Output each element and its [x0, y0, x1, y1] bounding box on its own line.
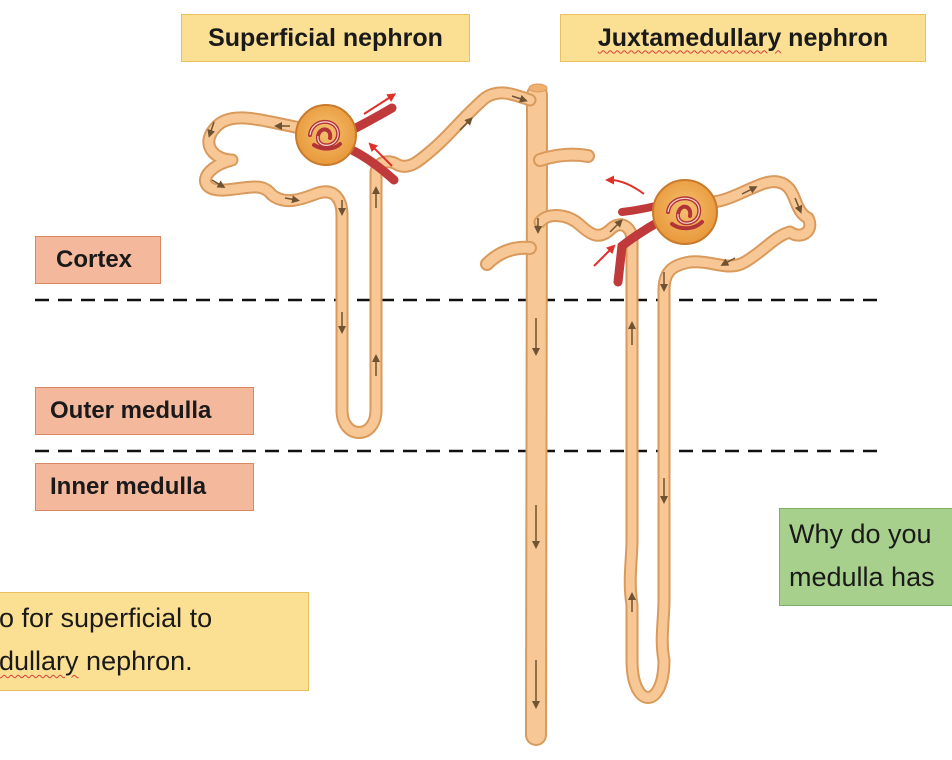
superficial-nephron-tubule: [199, 86, 537, 439]
zone-label-cortex: Cortex: [35, 236, 161, 284]
juxtamedullary-nephron-tubule: [533, 175, 817, 704]
superficial-glomerulus: [295, 104, 357, 166]
ratio-note-word: dullary: [0, 646, 79, 676]
zone-label-inner-medulla: Inner medulla: [35, 463, 254, 511]
juxtamedullary-word: Juxtamedullary: [597, 23, 782, 52]
flow-arrow: [794, 197, 803, 214]
zone-label-outer-medulla-text: Outer medulla: [50, 397, 212, 424]
flow-arrow: [609, 219, 623, 233]
blood-arrow: [593, 244, 616, 267]
question-note-box: Why do you medulla has: [779, 508, 952, 606]
tubular-flow-arrows: [207, 94, 803, 709]
juxtamedullary-title-rest: nephron: [781, 23, 889, 52]
collecting-duct: [480, 83, 595, 746]
flow-arrow: [207, 121, 216, 138]
superficial-nephron-title-text: Superficial nephron: [208, 23, 443, 52]
flow-arrow: [511, 94, 528, 103]
flow-arrow: [741, 186, 758, 195]
ratio-note-line-2: dullary nephron.: [0, 640, 308, 683]
flow-arrow: [720, 257, 736, 266]
superficial-efferent-arteriole: [347, 145, 399, 185]
question-note-line-1: Why do you: [789, 519, 932, 549]
zone-label-cortex-text: Cortex: [56, 246, 133, 273]
blood-arrow: [363, 93, 397, 115]
flow-arrow: [459, 117, 473, 131]
blood-arrow: [368, 142, 393, 167]
ratio-note-line-1: o for superficial to: [0, 603, 213, 633]
blood-flow-arrows: [363, 93, 645, 267]
blood-arrow: [605, 175, 645, 195]
zone-label-inner-medulla-text: Inner medulla: [50, 473, 207, 500]
ratio-note-rest: nephron.: [78, 646, 193, 676]
flow-arrow: [211, 179, 226, 189]
juxtamedullary-glomerulus: [652, 179, 718, 245]
ratio-note-box: o for superficial to dullary nephron.: [0, 592, 309, 691]
flow-arrow: [284, 195, 300, 204]
juxtamedullary-nephron-title: Juxtamedullary nephron: [560, 14, 926, 62]
superficial-afferent-arteriole: [347, 103, 397, 135]
superficial-nephron-title: Superficial nephron: [181, 14, 470, 62]
question-note-line-2: medulla has: [789, 562, 935, 592]
zone-label-outer-medulla: Outer medulla: [35, 387, 254, 435]
